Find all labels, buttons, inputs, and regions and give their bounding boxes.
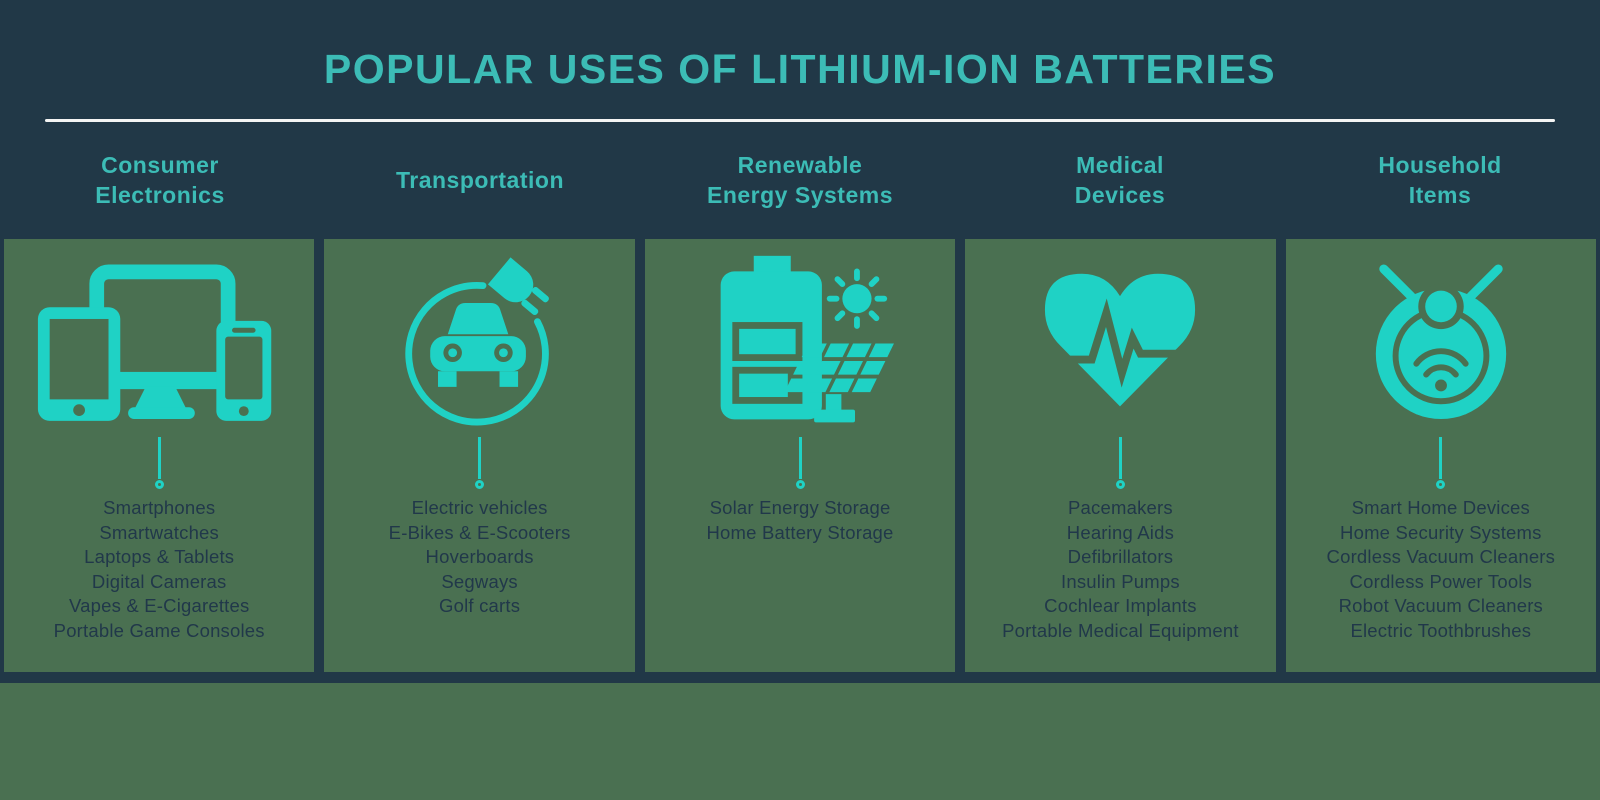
list-item: Cordless Vacuum Cleaners xyxy=(1326,546,1556,567)
connector-line xyxy=(478,437,482,479)
list-item: Home Security Systems xyxy=(1340,521,1542,543)
list-item: Solar Energy Storage xyxy=(709,497,891,518)
connector xyxy=(1436,437,1446,489)
item-list: Pacemakers Hearing Aids Defibrillators I… xyxy=(1002,496,1239,643)
connector-line xyxy=(798,437,802,479)
solar-battery-icon xyxy=(705,247,895,437)
column-header-household-items: Household Items xyxy=(1378,152,1502,208)
electric-car-icon xyxy=(397,247,563,437)
connector-line xyxy=(157,437,161,479)
header-band: POPULAR USES OF LITHIUM-ION BATTERIES Co… xyxy=(0,0,1600,239)
column-header-row: Consumer Electronics Transportation Rene… xyxy=(0,148,1600,212)
connector xyxy=(795,437,805,489)
connector-line xyxy=(1439,437,1443,479)
list-item: Segways xyxy=(441,570,518,592)
list-item: Portable Game Consoles xyxy=(53,619,265,641)
connector-ring xyxy=(154,480,164,489)
list-item: Electric vehicles xyxy=(411,497,548,518)
list-item: Digital Cameras xyxy=(91,570,227,592)
title-divider xyxy=(45,119,1555,122)
list-item: E-Bikes & E-Scooters xyxy=(388,521,571,543)
list-item: Cochlear Implants xyxy=(1044,595,1197,616)
column-header-consumer-electronics: Consumer Electronics xyxy=(95,152,225,208)
list-item: Smartphones xyxy=(103,497,216,518)
page-title: POPULAR USES OF LITHIUM-ION BATTERIES xyxy=(323,46,1277,92)
list-item: Smart Home Devices xyxy=(1351,497,1530,518)
list-item: Hoverboards xyxy=(425,546,534,567)
connector-ring xyxy=(795,480,805,489)
list-item: Smartwatches xyxy=(99,521,219,543)
item-list: Electric vehicles E-Bikes & E-Scooters H… xyxy=(389,496,571,619)
item-list: Smartphones Smartwatches Laptops & Table… xyxy=(54,496,265,643)
list-item: Golf carts xyxy=(439,595,521,616)
list-item: Robot Vacuum Cleaners xyxy=(1338,595,1544,616)
column-transportation: Electric vehicles E-Bikes & E-Scooters H… xyxy=(324,239,635,672)
category-table: Smartphones Smartwatches Laptops & Table… xyxy=(0,239,1600,683)
list-item: Home Battery Storage xyxy=(706,521,894,543)
column-header-renewable-energy: Renewable Energy Systems xyxy=(707,152,893,208)
column-medical-devices: Pacemakers Hearing Aids Defibrillators I… xyxy=(965,239,1276,672)
column-household-items: Smart Home Devices Home Security Systems… xyxy=(1285,239,1597,672)
item-list: Solar Energy Storage Home Battery Storag… xyxy=(707,496,894,545)
list-item: Electric Toothbrushes xyxy=(1350,619,1532,641)
robot-vacuum-icon xyxy=(1362,247,1520,437)
connector-ring xyxy=(1115,480,1125,489)
list-item: Vapes & E-Cigarettes xyxy=(68,595,250,616)
list-item: Portable Medical Equipment xyxy=(1002,619,1239,641)
list-item: Defibrillators xyxy=(1067,546,1174,567)
column-header-medical-devices: Medical Devices xyxy=(1074,152,1166,208)
connector-line xyxy=(1118,437,1122,479)
column-header-transportation: Transportation xyxy=(395,167,564,193)
column-renewable-energy: Solar Energy Storage Home Battery Storag… xyxy=(644,239,956,672)
list-item: Insulin Pumps xyxy=(1061,570,1180,592)
column-consumer-electronics: Smartphones Smartwatches Laptops & Table… xyxy=(4,239,315,672)
connector-ring xyxy=(475,480,485,489)
list-item: Pacemakers xyxy=(1068,497,1173,518)
list-item: Laptops & Tablets xyxy=(84,546,235,567)
connector xyxy=(154,437,164,489)
connector xyxy=(475,437,485,489)
item-list: Smart Home Devices Home Security Systems… xyxy=(1327,496,1556,643)
connector xyxy=(1115,437,1125,489)
list-item: Hearing Aids xyxy=(1066,521,1175,543)
footer-background xyxy=(0,683,1600,789)
list-item: Cordless Power Tools xyxy=(1349,570,1533,592)
devices-icon xyxy=(34,247,284,437)
heart-pulse-icon xyxy=(1037,247,1203,437)
connector-ring xyxy=(1436,480,1446,489)
